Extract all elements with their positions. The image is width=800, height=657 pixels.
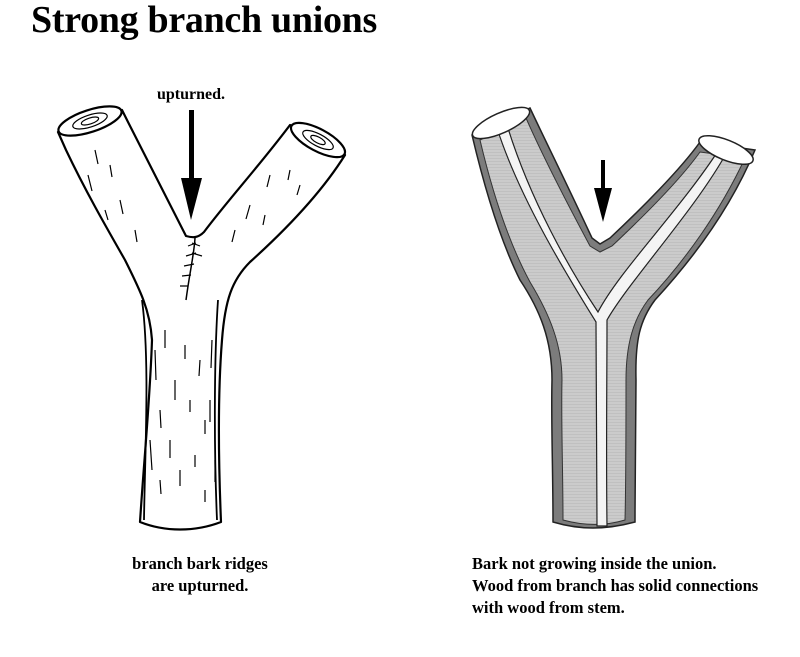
right-caption-line: with wood from stem. bbox=[472, 598, 625, 617]
right-caption-line: Wood from branch has solid connections bbox=[472, 576, 759, 595]
right-cut-end-left bbox=[471, 106, 531, 140]
union-arrow bbox=[594, 160, 612, 222]
right-caption-line: Bark not growing inside the union. bbox=[472, 554, 717, 573]
right-cut-end-right bbox=[698, 134, 754, 166]
left-caption-line: branch bark ridges bbox=[132, 554, 268, 573]
left-caption-line: are upturned. bbox=[151, 576, 249, 595]
right-caption: Bark not growing inside the union. Wood … bbox=[472, 553, 800, 619]
page-title: Strong branch unions bbox=[31, 0, 377, 41]
upturned-callout-label: upturned. bbox=[157, 86, 226, 103]
left-y-outline bbox=[56, 108, 347, 531]
callout-arrow bbox=[181, 110, 202, 220]
pith-line bbox=[496, 124, 728, 527]
bark-texture bbox=[72, 112, 334, 521]
left-caption: branch bark ridges are upturned. bbox=[110, 553, 290, 597]
left-cut-end-right bbox=[289, 121, 347, 159]
